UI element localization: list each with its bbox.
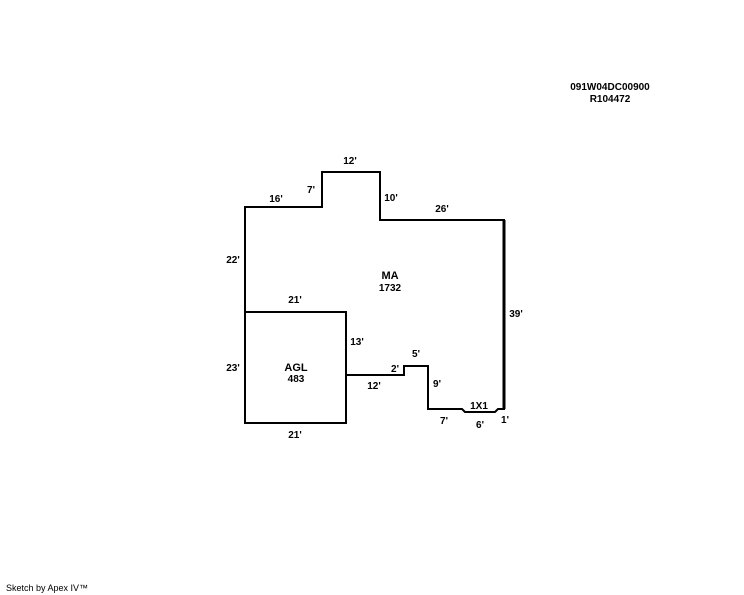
dim-garage-bottom: 21' <box>288 430 302 441</box>
dim-garage-right: 13' <box>350 337 364 348</box>
account-number: R104472 <box>589 94 631 105</box>
dim-step-2: 2' <box>391 364 399 375</box>
dim-step-12: 12' <box>367 381 381 392</box>
dim-bottom-1: 1' <box>501 415 509 426</box>
dim-step-7: 7' <box>440 416 448 427</box>
main-area-outline <box>244 171 505 413</box>
parcel-id-block: 091W04DC00900 R104472 <box>560 82 660 106</box>
sketch-credit: Sketch by Apex IV™ <box>6 583 89 593</box>
dim-top-left: 16' <box>269 194 283 205</box>
parcel-id: 091W04DC00900 <box>570 82 650 93</box>
dim-right-side: 39' <box>509 309 523 320</box>
dim-step-9: 9' <box>433 379 441 390</box>
small-area-label: 1X1 <box>470 401 488 412</box>
dim-step-5: 5' <box>412 349 420 360</box>
garage-area-label: AGL <box>284 362 308 374</box>
dim-bump-top: 12' <box>343 156 357 167</box>
dim-left-upper: 22' <box>226 255 240 266</box>
dim-garage-left: 23' <box>226 363 240 374</box>
dim-bottom-6: 6' <box>476 420 484 431</box>
main-area-sqft: 1732 <box>379 283 402 294</box>
dim-bump-right: 10' <box>384 193 398 204</box>
dim-bump-left: 7' <box>307 185 315 196</box>
garage-area-sqft: 483 <box>288 374 305 385</box>
main-area-label: MA <box>381 270 398 282</box>
dim-garage-top: 21' <box>288 295 302 306</box>
dim-top-right: 26' <box>435 204 449 215</box>
garage-outline <box>244 311 347 424</box>
